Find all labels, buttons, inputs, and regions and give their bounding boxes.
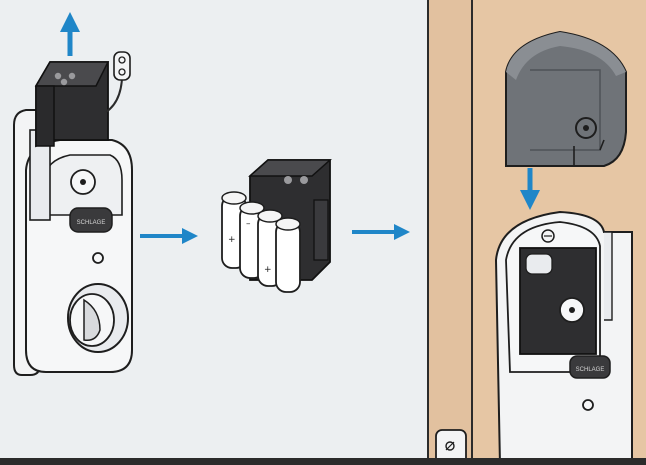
schlage-logo-plate: SCHLAGE — [69, 207, 113, 233]
mounted-lock: SCHLAGE — [494, 210, 633, 465]
wire-connector — [113, 51, 131, 81]
logo-text: SCHLAGE — [77, 220, 106, 226]
battery-pack — [34, 61, 110, 148]
battery-cover — [505, 30, 627, 167]
svg-text:+: + — [228, 235, 236, 245]
door-latch-plate — [435, 429, 467, 465]
aa-battery — [275, 217, 301, 293]
key-cylinder — [67, 283, 129, 353]
svg-text:–: – — [246, 219, 251, 229]
svg-text:+: + — [264, 265, 272, 275]
schlage-logo-plate: SCHLAGE — [569, 355, 611, 379]
step2-battery-holder: + – + — [221, 159, 332, 293]
step1-lock-battery-removal: SCHLAGE — [13, 12, 133, 376]
footer-bar — [0, 458, 646, 465]
step3-reinstall-cover: SCHLAGE — [435, 30, 633, 465]
logo-text: SCHLAGE — [576, 367, 605, 373]
